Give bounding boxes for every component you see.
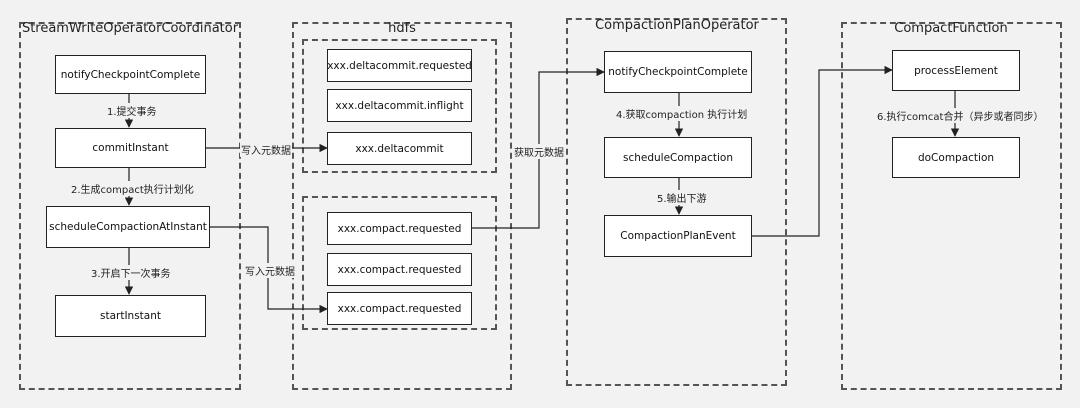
group-hdfs <box>292 22 512 390</box>
label-submit-txn: 1.提交事务 <box>106 103 158 118</box>
node-notify-checkpoint-complete-2: notifyCheckpointComplete <box>604 51 752 93</box>
label-output-downstream: 5.输出下游 <box>656 190 708 205</box>
label-write-meta-2: 写入元数据 <box>244 263 296 278</box>
label-read-meta: 获取元数据 <box>513 144 565 159</box>
node-compaction-plan-event: CompactionPlanEvent <box>604 215 752 257</box>
group-plan-operator <box>566 18 787 386</box>
label-write-meta-1: 写入元数据 <box>240 142 292 157</box>
group-hdfs-compact <box>302 196 497 330</box>
group-coordinator <box>19 22 241 390</box>
group-title-compact-function: CompactFunction <box>894 21 1008 36</box>
node-start-instant: startInstant <box>55 295 206 337</box>
node-deltacommit-requested: xxx.deltacommit.requested <box>327 49 472 82</box>
group-hdfs-deltacommit <box>302 39 497 173</box>
node-process-element: processElement <box>892 50 1020 91</box>
group-compact-function <box>841 22 1062 390</box>
node-notify-checkpoint-complete: notifyCheckpointComplete <box>55 55 206 94</box>
label-get-compaction-plan: 4.获取compaction 执行计划 <box>615 106 749 121</box>
node-commit-instant: commitInstant <box>55 128 206 168</box>
label-open-next-txn: 3.开启下一次事务 <box>90 265 172 280</box>
group-title-coordinator: StreamWriteOperatorCoordinator <box>21 21 239 36</box>
node-deltacommit-inflight: xxx.deltacommit.inflight <box>327 89 472 122</box>
node-schedule-compaction-at-instant: scheduleCompactionAtInstant <box>46 206 210 248</box>
group-title-hdfs: hdfs <box>388 21 416 36</box>
node-do-compaction: doCompaction <box>892 137 1020 178</box>
node-schedule-compaction: scheduleCompaction <box>604 137 752 178</box>
node-deltacommit: xxx.deltacommit <box>327 132 472 165</box>
label-exec-compact: 6.执行comcat合并（异步或者同步） <box>876 108 1045 123</box>
node-compact-requested-2: xxx.compact.requested <box>327 253 472 286</box>
group-title-plan-operator: CompactionPlanOperator <box>595 18 759 33</box>
node-compact-requested-1: xxx.compact.requested <box>327 212 472 245</box>
node-compact-requested-3: xxx.compact.requested <box>327 292 472 325</box>
edge-event-to-process-element <box>752 65 893 237</box>
label-gen-compact-plan: 2.生成compact执行计划化 <box>70 181 195 196</box>
